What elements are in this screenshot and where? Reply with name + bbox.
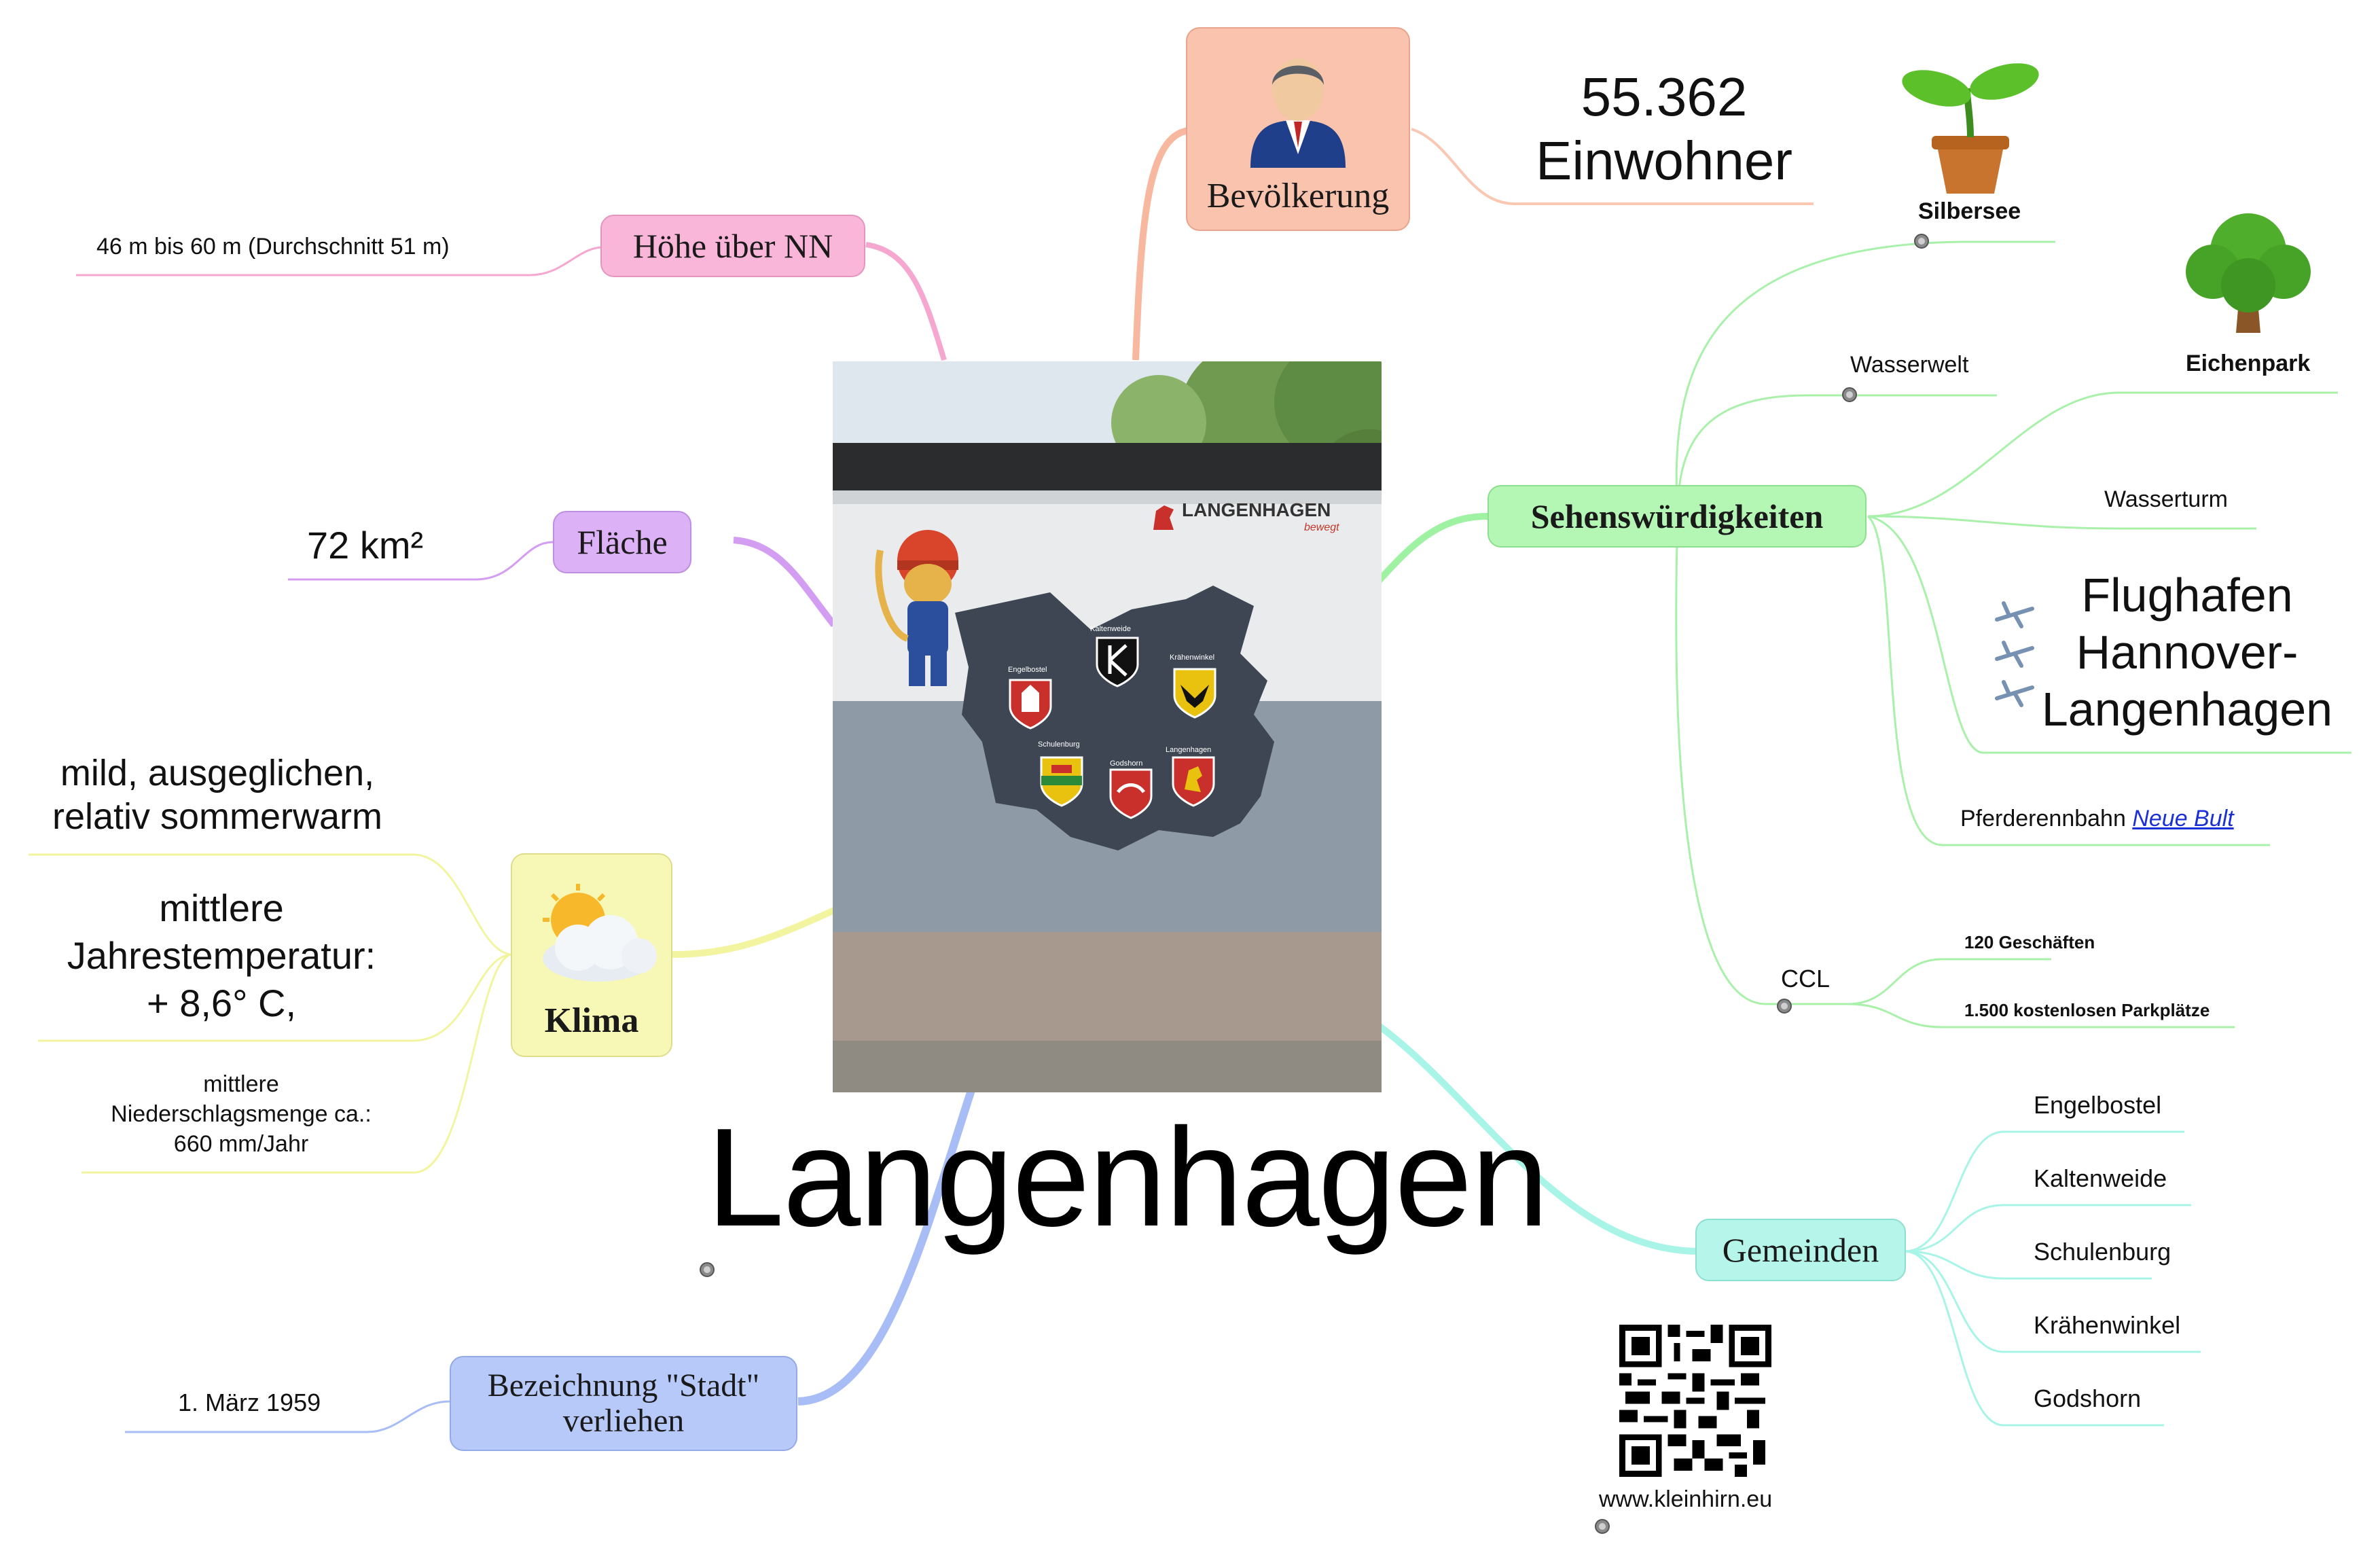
photo-district-kaltenweide: Kaltenweide (1090, 625, 1131, 633)
central-photo (833, 361, 1382, 1092)
wasserwelt-note-marker-icon[interactable] (1842, 387, 1857, 402)
sight-ccl: CCL (1781, 965, 1831, 992)
brand-lion-logo-icon (1153, 505, 1174, 530)
coat-of-arms-kaltenweide-icon (1096, 637, 1139, 687)
coat-of-arms-engelbostel-icon (1009, 679, 1052, 730)
airplane-icon (1995, 680, 2034, 707)
klima-item-3: mittlere Niederschlagsmenge ca.: 660 mm/… (111, 1071, 372, 1157)
photo-district-langenhagen: Langenhagen (1166, 746, 1212, 754)
gemeinde-godshorn: Godshorn (2034, 1384, 2142, 1412)
airplane-icon (1995, 601, 2034, 628)
node-hoehe[interactable]: Höhe über NN (600, 215, 865, 277)
airplane-icon (1995, 641, 2034, 668)
sight-silbersee: Silbersee (1918, 198, 2021, 224)
businessman-icon (1250, 58, 1346, 168)
pferderennbahn-label: Pferderennbahn (1960, 806, 2126, 831)
coat-of-arms-godshorn-icon (1109, 768, 1153, 819)
sight-wasserturm: Wasserturm (2104, 486, 2228, 512)
qr-code-icon[interactable] (1619, 1325, 1771, 1477)
bevoelkerung-value: 55.362 Einwohner (1515, 65, 1814, 193)
bevoelkerung-number: 55.362 (1581, 67, 1748, 127)
node-sehenswuerdigkeiten[interactable]: Sehenswürdigkeiten (1488, 485, 1867, 548)
node-klima-label: Klima (544, 1001, 639, 1040)
photo-district-kraehenwinkel: Krähenwinkel (1170, 654, 1215, 662)
footer-url[interactable]: www.kleinhirn.eu (1599, 1486, 1773, 1512)
sight-pferderennbahn: Pferderennbahn Neue Bult (1960, 806, 2234, 832)
ccl-item-parkplaetze: 1.500 kostenlosen Parkplätze (1964, 1000, 2210, 1020)
bevoelkerung-unit: Einwohner (1535, 130, 1792, 191)
node-bevoelkerung-label: Bevölkerung (1206, 177, 1390, 215)
mascot-lion-icon (875, 530, 958, 686)
hoehe-value: 46 m bis 60 m (Durchschnitt 51 m) (96, 234, 450, 260)
photo-district-engelbostel: Engelbostel (1008, 666, 1047, 674)
ccl-item-geschaefte: 120 Geschäften (1964, 932, 2095, 952)
node-klima[interactable]: Klima (511, 853, 672, 1057)
sun-cloud-icon (543, 884, 657, 982)
central-title: Langenhagen (706, 1099, 1549, 1255)
sight-flughafen: Flughafen Hannover- Langenhagen (2041, 569, 2333, 736)
stadt-value: 1. März 1959 (178, 1389, 321, 1416)
sight-wasserwelt: Wasserwelt (1850, 352, 1969, 378)
coat-of-arms-schulenburg-icon (1040, 756, 1083, 807)
photo-district-godshorn: Godshorn (1110, 759, 1143, 768)
note-marker-icon[interactable] (700, 1262, 715, 1277)
node-flaeche[interactable]: Fläche (553, 511, 691, 573)
klima-item-2: mittlere Jahrestemperatur: + 8,6° C, (67, 887, 376, 1024)
coat-of-arms-langenhagen-icon (1172, 756, 1215, 807)
photo-slogan-text: bewegt (1304, 522, 1339, 533)
klima-item-1: mild, ausgeglichen, relativ sommerwarm (52, 753, 383, 837)
plant-sprout-icon (1902, 63, 2039, 194)
coat-of-arms-kraehenwinkel-icon (1173, 668, 1216, 719)
ccl-note-marker-icon[interactable] (1777, 999, 1792, 1014)
tree-icon (2186, 213, 2311, 333)
gemeinde-engelbostel: Engelbostel (2034, 1091, 2162, 1119)
gemeinde-schulenburg: Schulenburg (2034, 1238, 2171, 1266)
node-gemeinden[interactable]: Gemeinden (1695, 1219, 1906, 1281)
footer-note-marker-icon[interactable] (1595, 1519, 1610, 1534)
node-bevoelkerung[interactable]: Bevölkerung (1186, 27, 1410, 231)
photo-district-schulenburg: Schulenburg (1038, 740, 1080, 749)
photo-brand-text: LANGENHAGEN (1182, 499, 1331, 520)
gemeinde-kraehenwinkel: Krähenwinkel (2034, 1311, 2181, 1339)
node-stadt[interactable]: Bezeichnung "Stadt" verliehen (450, 1356, 797, 1451)
sight-eichenpark: Eichenpark (2186, 351, 2311, 376)
neue-bult-link[interactable]: Neue Bult (2132, 806, 2234, 831)
gemeinde-kaltenweide: Kaltenweide (2034, 1164, 2167, 1192)
silbersee-note-marker-icon[interactable] (1914, 234, 1929, 249)
flaeche-value: 72 km² (307, 524, 424, 567)
